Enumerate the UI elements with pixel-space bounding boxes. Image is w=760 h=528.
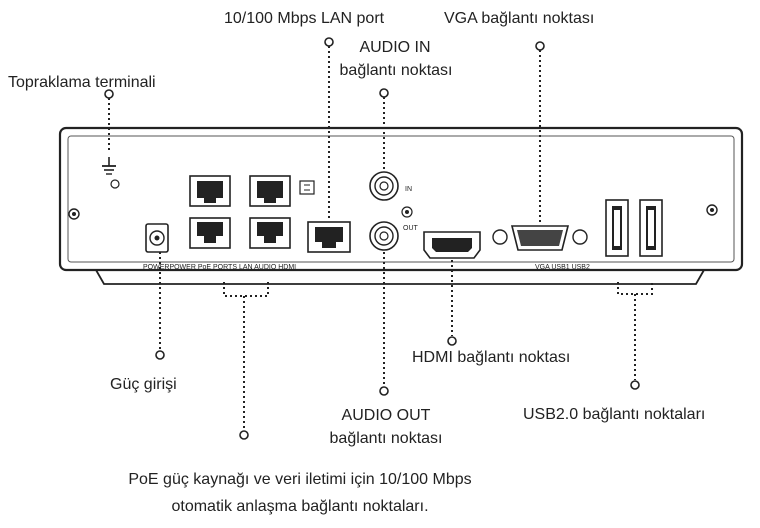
audio-in-jack-icon <box>369 171 399 201</box>
label-vga: VGA bağlantı noktası <box>444 10 595 27</box>
label-audio-in-line1: AUDIO IN <box>359 39 431 56</box>
indicator-led-icon <box>299 180 315 195</box>
hdmi-port-icon <box>423 231 481 259</box>
audio-in-panel-label: IN <box>405 186 412 193</box>
label-power-input: Güç girişi <box>110 376 177 393</box>
label-lan-port: 10/100 Mbps LAN port <box>224 10 385 27</box>
power-dc-jack-icon <box>145 223 169 253</box>
label-usb: USB2.0 bağlantı noktaları <box>523 406 706 423</box>
leader-end-markers <box>104 37 640 440</box>
audio-out-jack-icon <box>369 221 399 251</box>
leader-lines <box>108 46 653 430</box>
usb1-port-icon <box>605 199 629 257</box>
label-poe-line1: PoE güç kaynağı ve veri iletimi için 10/… <box>128 471 472 488</box>
poe-port-1-icon <box>189 175 231 207</box>
right-screw-icon <box>706 204 718 216</box>
ground-terminal-icon <box>102 157 120 189</box>
leader-usb <box>617 282 653 380</box>
panel-bottom-left-labels: POWERPOWER PoE PORTS LAN AUDIO HDMI <box>143 264 296 271</box>
label-audio-in-line2: bağlantı noktası <box>339 62 453 79</box>
leader-poe <box>223 282 269 430</box>
left-screw-icon <box>68 208 80 220</box>
poe-port-4-icon <box>249 217 291 249</box>
vga-port-icon <box>492 225 588 251</box>
label-audio-out-line1: AUDIO OUT <box>341 407 431 424</box>
lan-port-icon <box>307 221 351 253</box>
audio-indicator-icon <box>401 206 413 218</box>
label-ground-terminal: Topraklama terminali <box>8 74 156 91</box>
poe-port-3-icon <box>189 217 231 249</box>
panel-bottom-right-labels: VGA USB1 USB2 <box>535 264 590 271</box>
audio-out-panel-label: OUT <box>403 225 419 232</box>
label-poe-line2: otomatik anlaşma bağlantı noktaları. <box>171 498 429 515</box>
poe-port-2-icon <box>249 175 291 207</box>
label-audio-out-line2: bağlantı noktası <box>329 430 443 447</box>
usb2-port-icon <box>639 199 663 257</box>
label-hdmi: HDMI bağlantı noktası <box>412 349 571 366</box>
